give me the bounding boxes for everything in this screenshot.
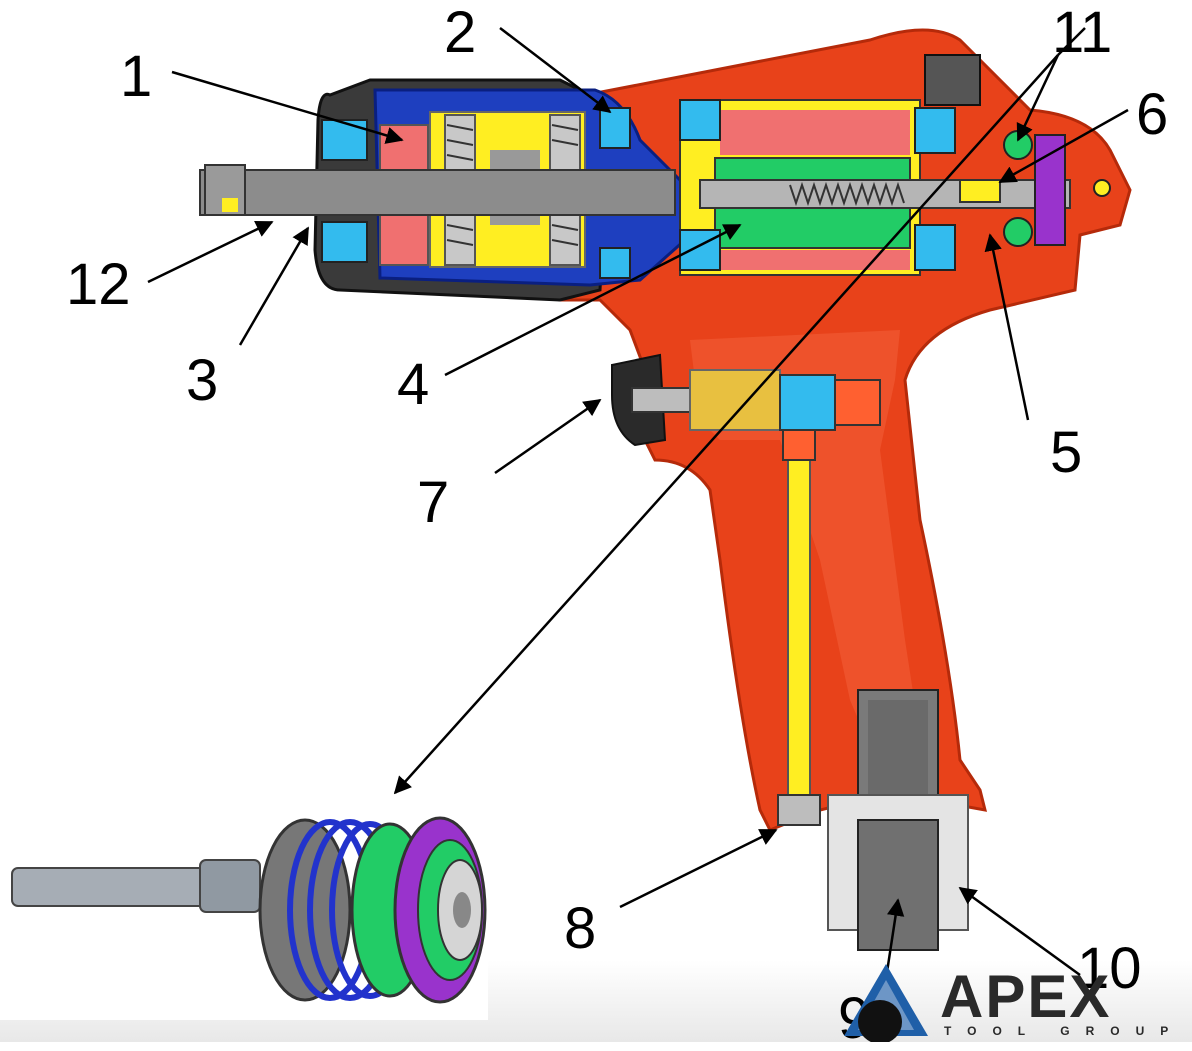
motor (679, 99, 1071, 276)
callout-5: 5 (1050, 420, 1083, 485)
leader-3 (238, 226, 310, 346)
callout-7: 7 (417, 470, 450, 535)
logo-wordmark: APEX (940, 963, 1112, 1030)
leader-4 (444, 223, 742, 377)
leader-8 (619, 828, 778, 909)
leader-11b (393, 54, 1059, 795)
inset-valve-detail (0, 780, 488, 1020)
leader-1 (171, 70, 404, 144)
callout-4: 4 (397, 352, 430, 417)
callout-8: 8 (564, 896, 597, 961)
leader-11a (1016, 54, 1060, 142)
apex-globe-icon (844, 964, 928, 1042)
callout-2: 2 (444, 0, 477, 65)
leader-6 (998, 108, 1129, 184)
callout-3: 3 (186, 348, 219, 413)
leader-10 (958, 886, 1081, 977)
logo-tagline: TOOL GROUP (944, 1024, 1185, 1038)
leader-12 (147, 220, 274, 284)
leader-lines (147, 27, 1129, 1019)
leader-7 (494, 398, 602, 475)
leader-2 (499, 27, 612, 114)
apex-tool-group-logo: APEX TOOL GROUP (838, 958, 1192, 1042)
output-anvil (199, 164, 676, 216)
callout-11: 11 (1052, 0, 1113, 65)
callout-6: 6 (1136, 82, 1169, 147)
callout-12: 12 (66, 252, 131, 317)
rear-valve (924, 54, 1111, 247)
callout-1: 1 (120, 44, 153, 109)
leader-5 (984, 233, 1030, 421)
callout-10: 10 (1077, 936, 1142, 1001)
air-passage (777, 429, 821, 826)
